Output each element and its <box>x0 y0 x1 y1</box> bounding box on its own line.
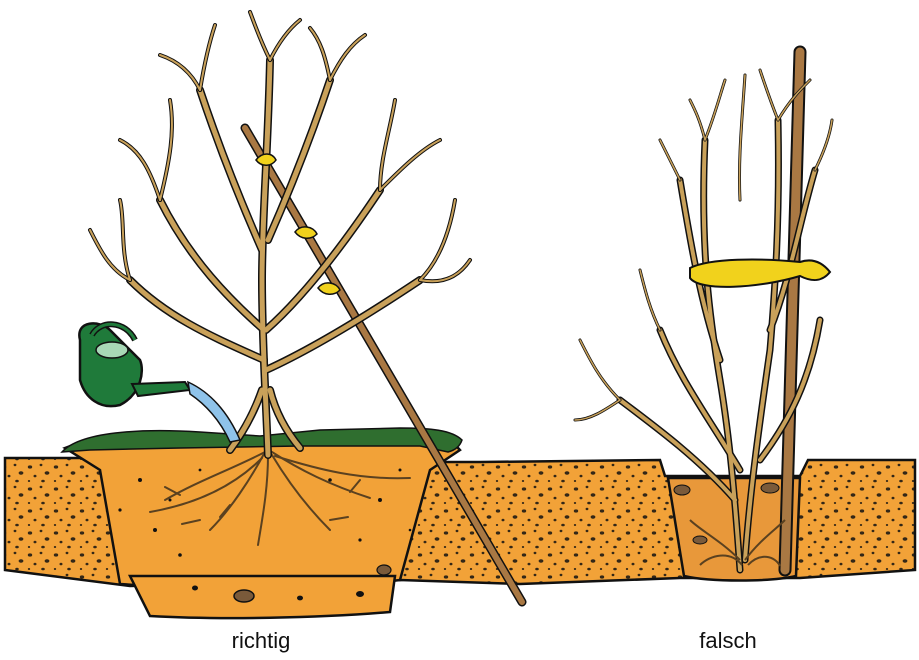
label-wrong: falsch <box>648 628 808 654</box>
tie-wrong <box>690 260 830 287</box>
watering-can <box>79 323 190 406</box>
label-correct: richtig <box>181 628 341 654</box>
